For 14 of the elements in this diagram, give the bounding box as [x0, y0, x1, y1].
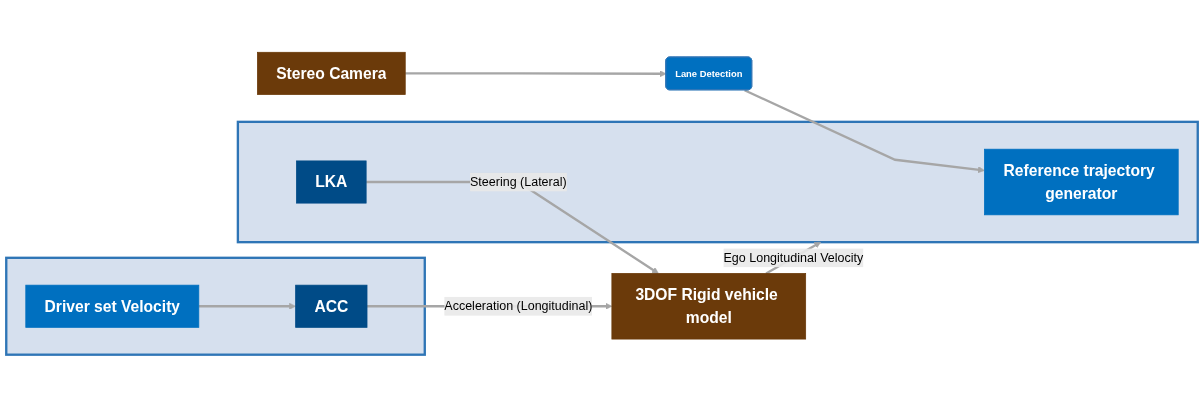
- cluster: [5, 256, 426, 356]
- edge-label: Steering (Lateral): [470, 174, 567, 189]
- cluster: [236, 120, 1199, 244]
- arrow: [744, 89, 985, 174]
- node-box: Reference trajectory generator: [984, 148, 1179, 216]
- node-box: Stereo Camera: [257, 51, 406, 95]
- node-box: Driver set Velocity: [25, 284, 200, 328]
- edge-label: Acceleration (Longitudinal): [444, 299, 593, 313]
- node-box: ACC: [295, 284, 368, 328]
- arrow: [198, 302, 296, 310]
- edge-label: Ego Longitudinal Velocity: [723, 250, 864, 265]
- node-box: LKA: [296, 160, 367, 204]
- node-box: 3DOF Rigid vehicle model: [611, 273, 807, 340]
- arrow: [405, 70, 667, 78]
